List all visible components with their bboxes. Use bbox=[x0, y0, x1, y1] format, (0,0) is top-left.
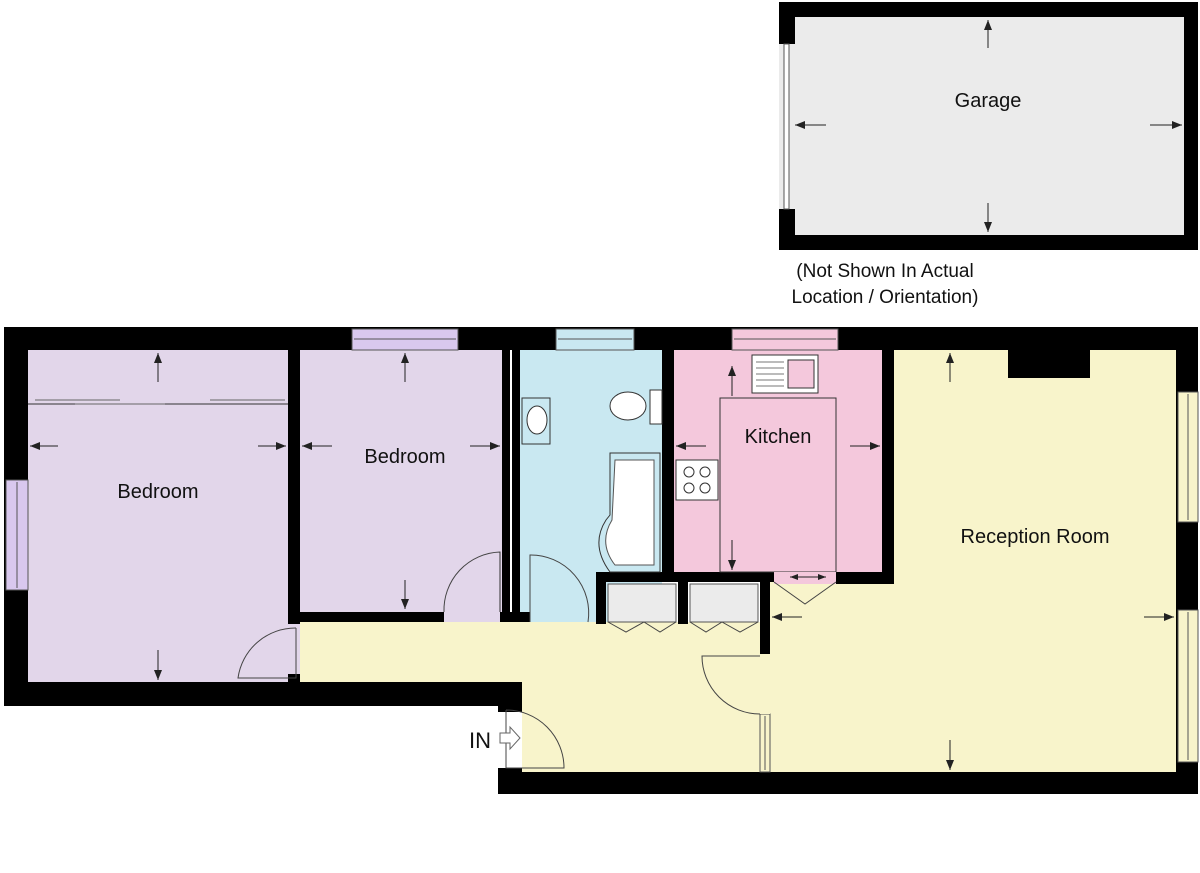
door-bedroom-middle bbox=[443, 551, 501, 613]
hall-entry-floor bbox=[522, 682, 770, 772]
kitchen-fixtures bbox=[675, 354, 837, 573]
dimension-arrows bbox=[30, 353, 1174, 770]
note-line-2: Location / Orientation) bbox=[792, 287, 979, 308]
entry-arrow-icon bbox=[499, 725, 521, 751]
cupboard-2 bbox=[689, 583, 759, 623]
door-reception bbox=[701, 655, 761, 715]
kitchen-label: Kitchen bbox=[745, 426, 812, 448]
reception-lower-floor bbox=[770, 572, 1176, 772]
doors bbox=[237, 551, 837, 769]
room-floors bbox=[28, 350, 1176, 772]
garage: Garage bbox=[779, 2, 1198, 250]
reception-upper-floor bbox=[894, 350, 1176, 572]
bedroom-left-label: Bedroom bbox=[117, 481, 198, 503]
garage-door bbox=[783, 43, 790, 210]
bathroom-fixtures bbox=[521, 389, 663, 573]
reception-room-label: Reception Room bbox=[961, 526, 1110, 548]
door-bedroom-left bbox=[288, 624, 300, 674]
toilet-icon bbox=[609, 391, 647, 421]
garage-dimension-arrows bbox=[795, 20, 1182, 232]
hob-icon bbox=[675, 459, 719, 501]
windows bbox=[5, 328, 1199, 773]
entry-label: IN bbox=[469, 728, 491, 753]
door-bathroom bbox=[529, 554, 590, 623]
hall-floor bbox=[300, 622, 770, 682]
door-kitchen bbox=[773, 581, 837, 605]
cupboard-1 bbox=[607, 583, 677, 623]
door-front bbox=[505, 709, 565, 769]
note-line-1: (Not Shown In Actual bbox=[796, 261, 973, 282]
garage-label: Garage bbox=[955, 90, 1022, 112]
wardrobe bbox=[28, 399, 288, 405]
cupboards bbox=[607, 583, 759, 633]
garage-floor bbox=[795, 17, 1184, 235]
toilet-cistern-icon bbox=[649, 389, 663, 425]
bedroom-middle-floor bbox=[300, 350, 502, 612]
bedroom-left-floor bbox=[28, 350, 288, 682]
bedroom-middle-label: Bedroom bbox=[364, 446, 445, 468]
